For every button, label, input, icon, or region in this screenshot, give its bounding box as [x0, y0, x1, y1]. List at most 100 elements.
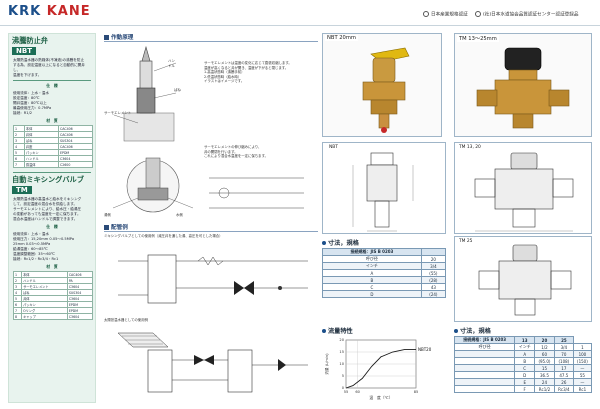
spec-item: 温度調整範囲：35〜60℃: [13, 252, 55, 256]
dimension-row: B(28): [322, 276, 447, 284]
table-cell: 呼び径: [322, 255, 422, 263]
x-axis-label: 温 度（℃）: [369, 395, 392, 400]
table-cell: 1: [572, 343, 593, 351]
series-line-nbt20: [345, 349, 416, 389]
section-nbt-title: 沸騰防止弁: [12, 36, 48, 45]
table-cell: (95.0): [534, 357, 555, 365]
certification-icon: [475, 11, 481, 17]
label-cold-side: 水側: [176, 213, 183, 217]
tm-flow-diagram: [209, 177, 304, 209]
table-cell: [453, 371, 516, 379]
table-cell: 20: [534, 336, 555, 344]
note-line: 温度が高くなると弁が開き、温度が下がると閉じます。: [204, 65, 289, 70]
piping-header: 配管例: [104, 223, 318, 232]
series-label: NBT20: [418, 347, 432, 352]
table-cell: 3/4: [420, 262, 447, 270]
table-cell: キャップ: [21, 313, 68, 320]
left-spec-column: 沸騰防止弁 NBT 太陽熱温水器の熱媒体(不凍液)の沸騰を防止 する為、設定温度…: [8, 33, 96, 403]
x-tick-label: 85: [414, 390, 419, 394]
dimension-row: 接続規格：JIS B 0203: [322, 248, 447, 256]
table-cell: A: [322, 269, 422, 277]
table-cell: [453, 385, 516, 393]
tm25-drawing-label: TM 25: [459, 239, 473, 244]
table-cell: [453, 378, 516, 386]
logo-right-text: KANE: [46, 4, 91, 19]
spec-item: 給湯温度：60〜85℃: [13, 247, 48, 251]
brand-logo: KRK KANE: [8, 4, 91, 19]
label-hot-side: 湯側: [104, 213, 111, 217]
spec-nbt-title: 仕 様: [46, 83, 58, 88]
table-cell: 47.5: [553, 371, 574, 379]
nbt-dimension-heading: 寸法，規格: [322, 238, 359, 247]
table-cell: [420, 248, 447, 256]
table-cell: (150): [572, 357, 593, 365]
tm1320-drawing-label: TM 13, 20: [459, 145, 481, 150]
note-line: イラストはイメージです。: [204, 79, 245, 84]
table-cell: [453, 364, 516, 372]
y-tick-label: 15: [339, 350, 344, 354]
y-tick-label: 20: [339, 338, 344, 342]
material-tm-title: 材 質: [46, 264, 58, 269]
paragraph-line: して、設定温度の混合水を供給します。: [13, 202, 78, 206]
spec-tm-list: 使用流体：上水・温水 使用圧力：15,20mm 0.05〜0.5MPa 25mm…: [13, 232, 91, 262]
table-cell: 25: [553, 336, 574, 344]
section-marker-icon: [104, 225, 109, 230]
table-cell: 接続規格：JIS B 0203: [322, 248, 422, 256]
logo-left-text: KRK: [8, 4, 42, 19]
spec-item: 接続：Rc1/2・Rc3/4・Rc1: [13, 257, 59, 261]
label-handle: ハンドル: [168, 59, 175, 68]
nbt-photo-label: NBT 20mm: [325, 35, 358, 41]
table-cell: C2600: [58, 161, 93, 168]
table-cell: C3604: [66, 313, 94, 320]
table-cell: (55): [420, 269, 447, 277]
dimension-row: A(55): [322, 269, 447, 277]
section-nbt-text: 太陽熱温水器の熱媒体(不凍液)の沸騰を防止 する為、設定温度以上になると自動的に…: [13, 58, 91, 78]
tm25-drawing-svg: [478, 244, 572, 316]
certification-1-text: 日本産業規格認証: [431, 12, 468, 18]
piping-title: 配管例: [111, 225, 128, 231]
paragraph-line: 太陽熱温水器の高温水と給水をミキシング: [13, 197, 82, 201]
nbt-drawing-label: NBT: [329, 145, 338, 150]
certification-2: (社)日本水道協会品質認証センター認証登録品: [475, 11, 578, 18]
piping-diagram-2: [117, 332, 308, 393]
y-axis-label: 流量 (L/min): [324, 353, 329, 375]
table-cell: 呼び径: [453, 343, 516, 351]
table-cell: 70: [553, 350, 574, 358]
tm-operation-diagram: [112, 157, 194, 213]
nbt-product-photo: NBT 20mm: [322, 33, 442, 137]
label-spring: ばね: [174, 88, 181, 92]
tm-product-photo: TM 13〜25mm: [454, 33, 592, 137]
nbt-operation-diagram: [113, 45, 177, 142]
nbt-valve-image: [362, 47, 410, 133]
note-line: サーモエレメントの伸び縮みにより、: [204, 145, 262, 149]
spec-tm-title: 仕 様: [46, 224, 58, 229]
table-cell: (108): [553, 357, 574, 365]
section-tm-text: 太陽熱温水器の高温水と給水をミキシング して、設定温度の混合水を供給します。 サ…: [13, 197, 91, 222]
note-line: 2.低温状態時（給水時）: [204, 74, 242, 79]
spec-item: 最高使用圧力：0.7MPa: [13, 106, 52, 110]
table-cell: C: [322, 283, 422, 291]
table-cell: インチ: [322, 262, 422, 270]
table-cell: インチ: [514, 343, 536, 351]
spec-item: 接続：R1/2: [13, 111, 33, 115]
table-cell: 60: [534, 350, 555, 358]
divider: [13, 172, 91, 173]
label-thermo-element: サーモエレメント: [104, 111, 132, 115]
paragraph-line: する為、設定温度以上になると自動的に開弁し、: [13, 63, 85, 72]
table-cell: Rc3/4: [553, 385, 574, 393]
spec-item: 設定温度：80℃: [13, 96, 40, 100]
y-tick-label: 10: [339, 362, 344, 366]
